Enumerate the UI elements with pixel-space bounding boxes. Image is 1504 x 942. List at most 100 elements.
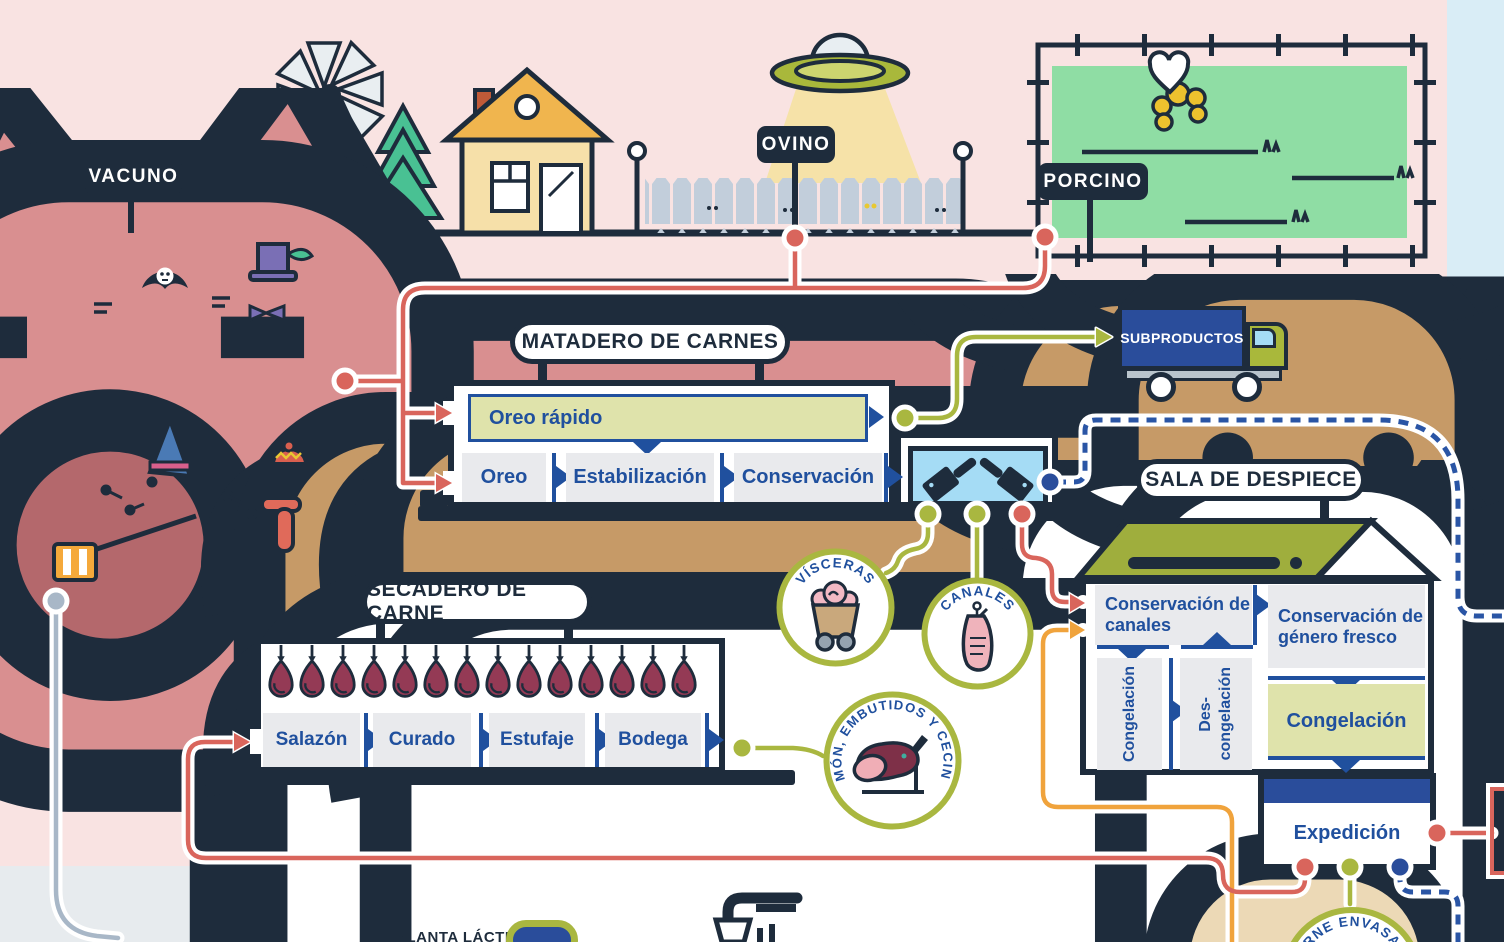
stage-estufaje-label: Estufaje [500,729,574,750]
arrow-up [1203,632,1231,645]
offscreen-red-box [1490,787,1504,875]
subproductos-truck-trailer: SUBPRODUCTOS [1118,306,1246,370]
box-congelacion-right-label: Congelación [1286,709,1407,732]
chevron-arrow [888,466,903,488]
pine-tree-icon [361,101,445,233]
stage-oreo-rapido: Oreo rápido [468,394,868,442]
sign-vacuno-post [128,195,134,233]
stage-bodega: Bodega [605,713,701,767]
node-expedicion-green [1341,858,1359,876]
stage-curado: Curado [373,713,471,767]
matadero-title-label: MATADERO DE CARNES [521,330,779,353]
sign-porcino: PORCINO [1038,163,1148,200]
box-conservacion-canales-label: Conservación de canales [1105,594,1251,635]
pig-field-fence [1027,34,1436,267]
matadero-title: MATADERO DE CARNES [510,320,790,364]
truck-wheel [1232,372,1262,402]
stage-estabilizacion: Estabilización [566,453,714,502]
arrow-into-secadero [232,730,254,754]
sala-title: SALA DE DESPIECE [1136,459,1366,501]
sala-title-label: SALA DE DESPIECE [1145,468,1357,491]
beanie-scarf-icon [260,439,309,553]
stage-conservacion: Conservación [734,453,882,502]
sign-porcino-label: PORCINO [1043,170,1143,192]
secadero-title-label: SECADERO DE CARNE [367,578,527,625]
sala-roof [1071,516,1442,581]
hanging-hams-icon [268,644,697,698]
node-vacuno-out [336,372,354,390]
striped-bag-icon [52,542,98,582]
export-zone-background [1447,0,1504,640]
node-expedicion-red [1296,858,1314,876]
node-jamon-out [733,739,751,757]
sign-ovino-label: OVINO [761,133,831,155]
farmhouse-icon [439,66,615,236]
chevron-arrow [709,729,724,751]
broom-icon [57,513,197,565]
stage-oreo-label: Oreo [480,466,528,488]
pig-field [1052,66,1407,238]
stage-oreo: Oreo [462,453,546,502]
slaughter-box [908,446,1048,506]
badge-carne-envasada: CARNE ENVASADA [1289,907,1414,942]
sign-vacuno: VACUNO [85,158,182,195]
wizard-hat-icon [147,414,193,479]
subproductos-label: SUBPRODUCTOS [1120,330,1244,346]
cattle-field [52,243,323,600]
crossed-cleavers-icon [922,457,1034,502]
stage-salazon: Salazón [263,713,360,767]
sala-pill-leg [1320,499,1329,523]
box-descongelacion-label1: Des- [1197,696,1214,732]
expedicion-band [1264,779,1430,803]
box-descongelacion: Des- congelación [1180,658,1252,770]
truck-window [1252,328,1276,348]
stage-bodega-label: Bodega [618,729,688,750]
box-descongelacion-label2: congelación [1217,667,1234,761]
sign-porcino-post [1087,200,1093,262]
arrow-line [1181,645,1253,649]
secadero-base [230,770,795,785]
stage-salazon-label: Salazón [275,729,348,750]
node-expedicion-blue [1391,858,1409,876]
badge-canales: CANALES [921,577,1034,690]
stage-curado-label: Curado [388,729,456,750]
flying-saucer-icon [769,32,911,94]
secadero-title: SECADERO DE CARNE [362,578,592,625]
box-congelacion-left: Congelación [1097,658,1162,770]
node-lactea-out [47,592,65,610]
node-visceras-out [919,505,937,523]
box-conservacion-genero: Conservación de género fresco [1268,585,1425,668]
heart-icon [1147,50,1191,95]
stage-oreo-rapido-label: Oreo rápido [489,406,603,429]
box-congelacion-right: Congelación [1268,684,1425,758]
stage-estufaje: Estufaje [489,713,585,767]
pirate-hat-icon [142,267,188,289]
grass-tufts [1262,139,1415,223]
bottom-zone-background [0,866,1212,942]
node-canales-out [968,505,986,523]
node-sala-out [1013,505,1031,523]
wig-icon [1151,81,1208,132]
sala-pill-leg [1165,499,1174,523]
node-expedicion-right [1428,824,1446,842]
node-dashed-out [1041,473,1059,491]
box-congelacion-left-label: Congelación [1120,665,1138,762]
box-expedicion-label: Expedición [1293,822,1401,844]
stage-estabilizacion-label: Estabilización [573,466,707,488]
cattle-field-fences [66,246,342,601]
top-hat-icon [248,242,315,323]
node-ovino-out [786,229,804,247]
sign-ovino: OVINO [757,126,835,163]
windmill-icon [274,39,386,234]
node-porcino-out [1036,228,1054,246]
node-subproductos-out [896,409,914,427]
box-expedicion: Expedición [1264,803,1430,864]
expedicion-annex: Expedición [1258,773,1436,870]
badge-visceras: VÍSCERAS [776,548,895,667]
arrow-after-oreo-rapido [869,406,884,428]
tree-icon [190,139,274,233]
sign-ovino-post [792,163,798,233]
arrow-down [1332,760,1360,773]
truck-wheel [1146,372,1176,402]
